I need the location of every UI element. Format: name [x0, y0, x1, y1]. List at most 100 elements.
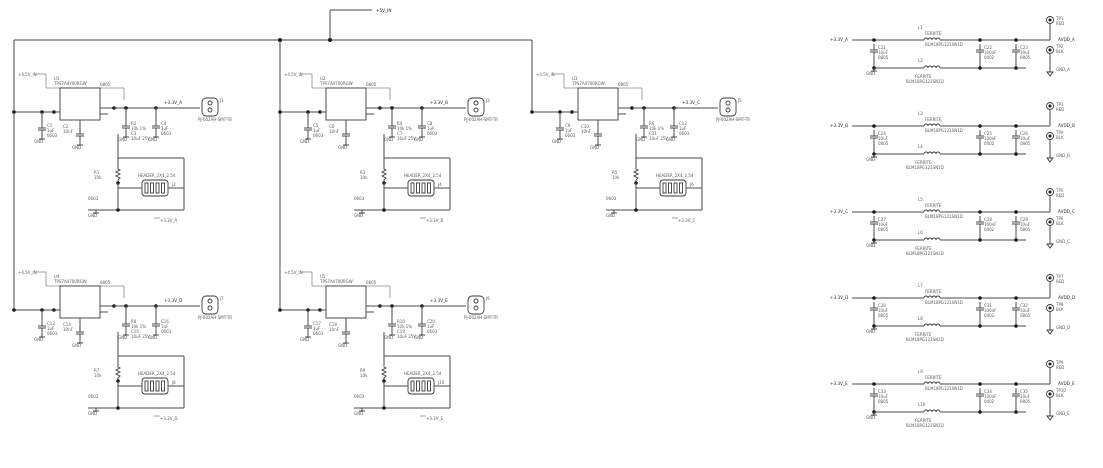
regulator-block: +4.5V_INC171uF0603GNDU5TPS7A4700RGWC1810…	[278, 270, 498, 421]
ferrite-ref: L10	[918, 402, 926, 407]
res-value: 10k 1%	[649, 126, 664, 131]
ferrite-ref: L8	[918, 316, 923, 321]
cap-ref: C2	[63, 124, 69, 129]
test-point-label: BLK	[1056, 393, 1064, 398]
output-net-label: +3.3V_B	[430, 100, 448, 105]
connector-pin-icon	[207, 305, 213, 311]
connector-pin-icon	[473, 100, 479, 106]
test-point-label: RED	[1056, 193, 1064, 198]
filter-output-net: AVDD_A	[1058, 37, 1075, 42]
ferrite-part: BLM18PG121SN1D	[925, 214, 963, 219]
ground-icon	[1046, 329, 1054, 335]
jumper-part: HEADER_2X4_2.54	[404, 371, 442, 376]
junction-dot	[978, 296, 982, 300]
cap-package: 0805	[878, 227, 889, 232]
cap-ref: C21	[878, 45, 886, 50]
cap-ref: C10	[581, 124, 589, 129]
test-point-ref: TP5	[1055, 188, 1064, 193]
jumper-ref: J6	[689, 182, 694, 187]
cap-value: 1uF	[313, 326, 321, 331]
jumper-pin-icon	[416, 380, 420, 392]
regulator-block: +4.5V_INC131uF0603GNDU4TPS7A4700RGWC1410…	[12, 270, 232, 421]
jumper-part: HEADER_2X4_2.54	[138, 173, 176, 178]
cap-package: 0603	[427, 329, 438, 334]
filter-input-net: +3.3V_C	[830, 209, 848, 214]
cap-value: 10uF 25V	[131, 136, 150, 141]
input-net-label: +4.5V_IN	[18, 270, 37, 275]
cap-ref: C27	[878, 217, 886, 222]
junction-dot	[978, 152, 982, 156]
cap-package: 0603	[161, 131, 172, 136]
res-ref: R10	[397, 319, 405, 324]
cap-value: 100nF	[984, 222, 997, 227]
ferrite-icon	[923, 37, 941, 41]
jumper-pin-icon	[673, 182, 678, 194]
ferrite-ref: L6	[918, 230, 923, 235]
cap-package: 0402	[984, 227, 995, 232]
cap-package: 0805	[878, 399, 889, 404]
regulator-ic	[325, 285, 367, 319]
ground-label: GND	[338, 343, 347, 348]
regulator-ref: U4	[54, 274, 60, 279]
cap-value: 10uF	[1020, 308, 1031, 313]
ground-icon	[1046, 71, 1054, 77]
ground-icon	[1046, 415, 1054, 421]
junction-dot	[1014, 210, 1018, 214]
cap-ref: C3	[131, 131, 137, 136]
ground-label: GND	[118, 137, 127, 142]
cap-package: 0805	[100, 280, 111, 285]
ferrite-icon	[923, 381, 941, 385]
cap-package: 0805	[100, 82, 111, 87]
ground-label: GND	[414, 137, 423, 142]
test-point-ref: TP1	[1055, 16, 1064, 21]
filter-ground-net: GND_D	[1056, 325, 1070, 330]
input-net-label: +4.5V_IN	[284, 270, 303, 275]
cap-package: 0603	[47, 331, 58, 336]
res-value: 10k	[94, 373, 102, 378]
cap-value: 10nF	[329, 129, 340, 134]
cap-ref: C30	[878, 303, 886, 308]
output-net-label: +3.3V_A	[164, 100, 182, 105]
ground-label: GND	[148, 137, 157, 142]
ferrite-value: FERRITE	[925, 203, 942, 208]
junction-dot	[1014, 124, 1018, 128]
cap-value: 1uF	[161, 126, 169, 131]
cap-package: 0603	[313, 133, 324, 138]
cap-ref: C23	[1020, 45, 1028, 50]
cap-package: 0805	[878, 55, 889, 60]
ferrite-ref: L2	[918, 58, 923, 63]
cap-value: 10nF	[329, 327, 340, 332]
junction-dot	[978, 324, 982, 328]
cap-value: 10uF 25V	[131, 334, 150, 339]
connector-part: PJ-002AH-SMT-TR	[464, 315, 498, 320]
junction-dot	[382, 208, 386, 212]
jumper-part: HEADER_2X4_2.54	[138, 371, 176, 376]
cap-value: 100nF	[984, 308, 997, 313]
input-net-label: +4.5V_IN	[18, 72, 37, 77]
test-point-ref: TP4	[1055, 130, 1064, 135]
cap-value: 10uF	[878, 308, 889, 313]
test-point-ref: TP6	[1055, 216, 1064, 221]
cap-value: 10uF 25V	[397, 334, 416, 339]
ground-label: GND	[338, 145, 347, 150]
cap-ref: C16	[161, 319, 169, 324]
cap-ref: C8	[427, 121, 433, 126]
main-power-bus: +5V_IN	[13, 8, 533, 310]
test-point-label: RED	[1056, 279, 1064, 284]
ground-label: GND	[72, 343, 81, 348]
ferrite-value: FERRITE	[915, 332, 932, 337]
jumper-pin-icon	[410, 380, 415, 392]
cap-value: 100nF	[984, 394, 997, 399]
cap-package: 0603	[47, 133, 58, 138]
junction-dot	[12, 110, 16, 114]
output-label: +3.3V_B	[426, 218, 443, 223]
res-ref: R1	[94, 170, 100, 175]
cap-value: 10uF	[878, 136, 889, 141]
junction-dot	[978, 66, 982, 70]
res-value: 10k 1%	[397, 324, 412, 329]
cap-ref: C22	[984, 45, 992, 50]
test-point-ref: TP2	[1055, 44, 1064, 49]
connector-part: PJ-002AH-SMT-TR	[198, 315, 232, 320]
filter-block: +3.3V_EL9FERRITEBLM18PG121SN1DL10FERRITE…	[830, 360, 1075, 428]
junction-dot	[978, 410, 982, 414]
